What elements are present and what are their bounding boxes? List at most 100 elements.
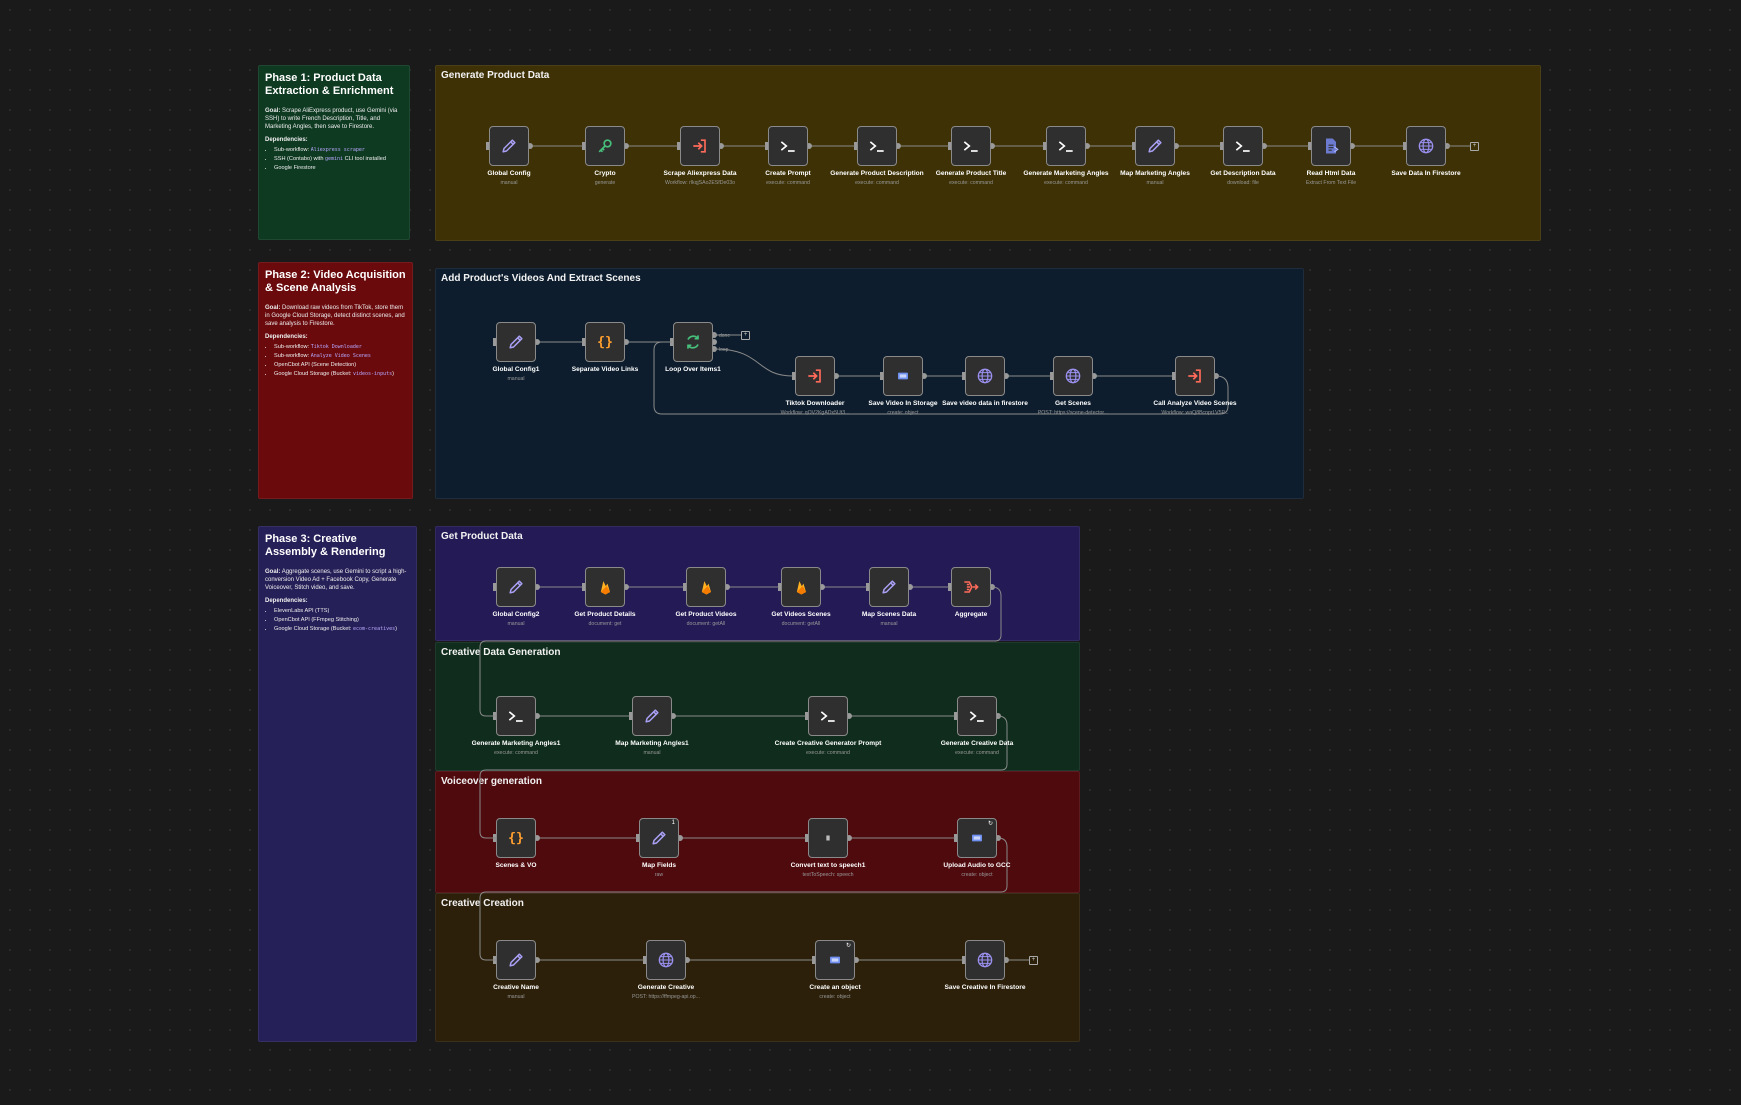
node-creative-name[interactable] — [496, 940, 536, 980]
node-gen-marketing-angles[interactable] — [1046, 126, 1086, 166]
input-handle[interactable] — [948, 142, 951, 150]
input-handle[interactable] — [629, 712, 632, 720]
node-label: Scenes & VO — [461, 862, 571, 870]
node-scrape-aliexpress[interactable] — [680, 126, 720, 166]
node-create-prompt[interactable] — [768, 126, 808, 166]
node-title: Create an object — [809, 984, 861, 991]
input-handle[interactable] — [778, 583, 781, 591]
done-label: done — [719, 333, 730, 339]
node-gen-product-title[interactable] — [951, 126, 991, 166]
node-map-marketing-angles[interactable] — [1135, 126, 1175, 166]
input-handle[interactable] — [805, 834, 808, 842]
input-handle[interactable] — [1050, 372, 1053, 380]
input-handle[interactable] — [643, 956, 646, 964]
node-global-config[interactable] — [489, 126, 529, 166]
input-handle[interactable] — [948, 583, 951, 591]
node-save-data-firestore[interactable] — [1406, 126, 1446, 166]
node-read-html-data[interactable] — [1311, 126, 1351, 166]
node-save-creative-firestore[interactable] — [965, 940, 1005, 980]
input-handle[interactable] — [954, 834, 957, 842]
input-handle[interactable] — [792, 372, 795, 380]
node-subtitle: Workflow: waQ8BcnprLV5P... — [1161, 410, 1229, 416]
input-handle[interactable] — [677, 142, 680, 150]
node-label: Save video data in firestore — [930, 400, 1040, 408]
connection-wire[interactable] — [479, 837, 1008, 961]
node-tiktok-downloader[interactable] — [795, 356, 835, 396]
node-save-video-firestore[interactable] — [965, 356, 1005, 396]
input-handle[interactable] — [582, 338, 585, 346]
phase3-note[interactable]: Phase 3: Creative Assembly & Rendering G… — [258, 526, 417, 1042]
node-scenes-vo[interactable]: {} — [496, 818, 536, 858]
node-gen-product-desc[interactable] — [857, 126, 897, 166]
input-handle[interactable] — [1403, 142, 1406, 150]
node-title: Separate Video Links — [571, 366, 639, 373]
add-node-button[interactable]: + — [1029, 956, 1038, 965]
node-map-marketing-angles1[interactable] — [632, 696, 672, 736]
input-handle[interactable] — [880, 372, 883, 380]
phase2-deps-list: Sub-workflow: Tiktok Downloader Sub-work… — [265, 343, 406, 379]
node-title: Upload Audio to GCC — [943, 862, 1011, 869]
group-add-videos[interactable]: Add Product's Videos And Extract Scenes — [435, 268, 1304, 499]
input-handle[interactable] — [1308, 142, 1311, 150]
input-handle[interactable] — [1043, 142, 1046, 150]
node-gen-creative-data[interactable] — [957, 696, 997, 736]
input-handle[interactable] — [805, 712, 808, 720]
node-convert-tts[interactable] — [808, 818, 848, 858]
node-get-product-videos[interactable] — [686, 567, 726, 607]
pencil-icon — [642, 706, 662, 726]
input-handle[interactable] — [1132, 142, 1135, 150]
input-handle[interactable] — [765, 142, 768, 150]
node-generate-creative[interactable] — [646, 940, 686, 980]
input-handle[interactable] — [1220, 142, 1223, 150]
input-handle[interactable] — [954, 712, 957, 720]
phase1-note[interactable]: Phase 1: Product Data Extraction & Enric… — [258, 65, 410, 240]
add-node-button[interactable]: + — [741, 331, 750, 340]
input-handle[interactable] — [636, 834, 639, 842]
connection-wire[interactable] — [479, 586, 1002, 717]
connection-wire[interactable] — [713, 348, 794, 377]
node-separate-video-links[interactable]: {} — [585, 322, 625, 362]
input-handle[interactable] — [962, 956, 965, 964]
input-handle[interactable] — [493, 583, 496, 591]
node-get-videos-scenes[interactable] — [781, 567, 821, 607]
input-handle[interactable] — [812, 956, 815, 964]
node-global-config1[interactable] — [496, 322, 536, 362]
connection-wire[interactable] — [479, 715, 1008, 839]
node-crypto[interactable] — [585, 126, 625, 166]
node-save-video-storage[interactable] — [883, 356, 923, 396]
node-loop-over-items[interactable] — [673, 322, 713, 362]
node-upload-audio-gcc[interactable]: ↻ — [957, 818, 997, 858]
input-handle[interactable] — [1172, 372, 1175, 380]
input-handle[interactable] — [486, 142, 489, 150]
input-handle[interactable] — [683, 583, 686, 591]
node-subtitle: POST: https://scene-detector... — [1037, 410, 1109, 416]
node-map-fields[interactable]: 1 — [639, 818, 679, 858]
node-subtitle: textToSpeech: speech — [802, 872, 854, 878]
add-node-button[interactable]: + — [1470, 142, 1479, 151]
node-get-scenes[interactable] — [1053, 356, 1093, 396]
node-call-analyze-scenes[interactable] — [1175, 356, 1215, 396]
phase2-note[interactable]: Phase 2: Video Acquisition & Scene Analy… — [258, 262, 413, 499]
input-handle[interactable] — [962, 372, 965, 380]
node-subtitle: manual — [507, 994, 525, 1000]
input-handle[interactable] — [866, 583, 869, 591]
node-gen-marketing-angles1[interactable] — [496, 696, 536, 736]
input-handle[interactable] — [582, 142, 585, 150]
node-get-product-details[interactable] — [585, 567, 625, 607]
input-handle[interactable] — [493, 338, 496, 346]
node-subtitle: raw — [654, 872, 664, 878]
node-title: Map Fields — [641, 862, 677, 869]
node-map-scenes-data[interactable] — [869, 567, 909, 607]
node-aggregate[interactable] — [951, 567, 991, 607]
node-create-creative-prompt[interactable] — [808, 696, 848, 736]
terminal-icon — [818, 706, 838, 726]
phase1-goal: Goal: Scrape AliExpress product, use Gem… — [265, 108, 398, 130]
input-handle[interactable] — [854, 142, 857, 150]
node-create-object[interactable]: ↻ — [815, 940, 855, 980]
node-global-config2[interactable] — [496, 567, 536, 607]
input-handle[interactable] — [582, 583, 585, 591]
node-get-description-data[interactable] — [1223, 126, 1263, 166]
connection-wire[interactable] — [653, 341, 1229, 415]
